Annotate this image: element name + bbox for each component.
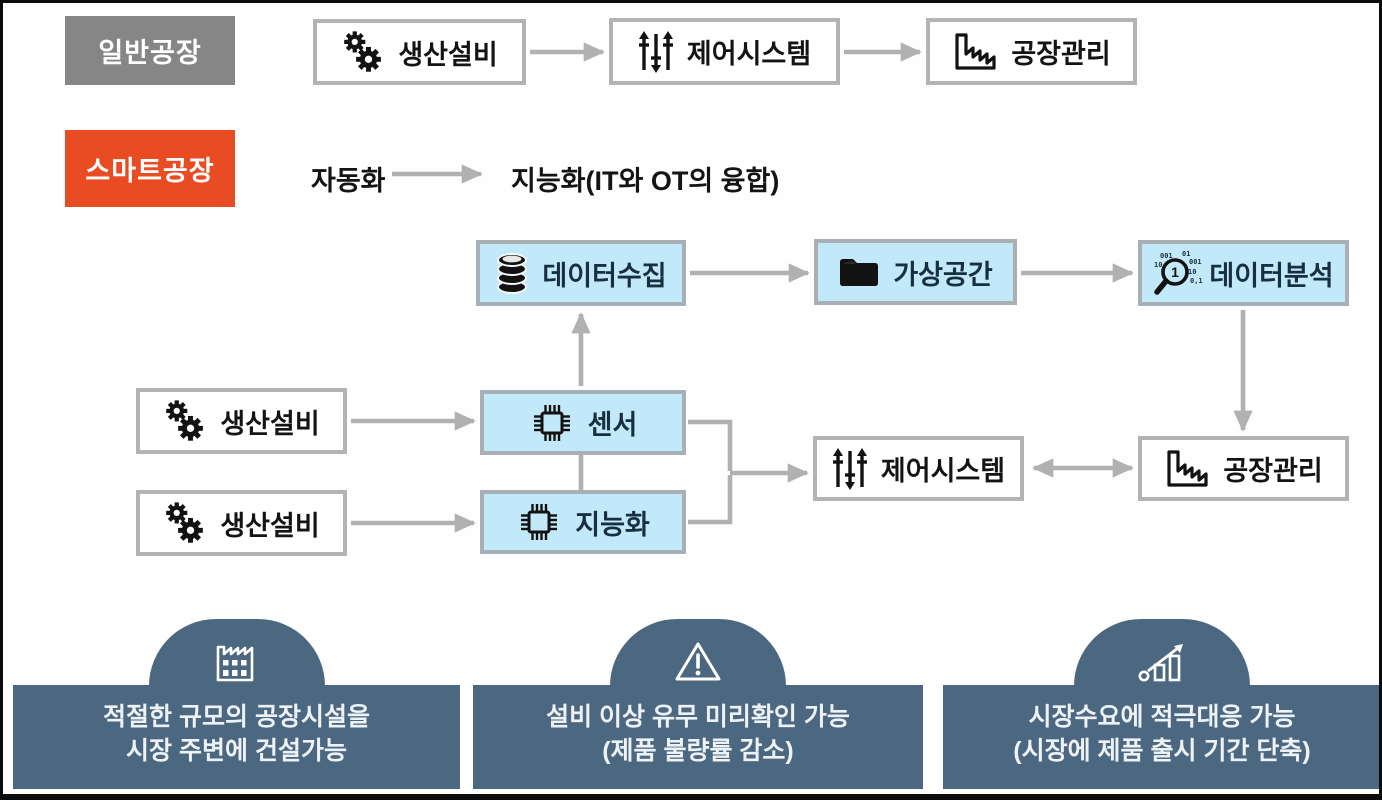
smart-control-label: 제어시스템 bbox=[880, 456, 1006, 486]
factory-icon bbox=[955, 32, 996, 70]
benefit-dome-2 bbox=[610, 619, 786, 686]
benefit-dome-3 bbox=[1074, 619, 1250, 686]
smart-management-box: 공장관리 bbox=[1138, 436, 1349, 501]
intelligence-label: 지능화 bbox=[575, 509, 650, 540]
data-analysis-label: 데이터분석 bbox=[1209, 260, 1334, 291]
svg-text:01: 01 bbox=[1182, 250, 1190, 258]
benefit-1-line-2: 시장 주변에 건설가능 bbox=[126, 737, 347, 765]
smart-control-box: 제어시스템 bbox=[813, 436, 1024, 501]
data-collection-box: 데이터수집 bbox=[476, 240, 686, 306]
warning-icon bbox=[675, 642, 721, 681]
gears-icon bbox=[166, 400, 204, 441]
gears-icon bbox=[166, 502, 204, 543]
factory-building-icon bbox=[216, 645, 254, 682]
sliders-icon bbox=[638, 30, 673, 73]
benefit-banner-2: 설비 이상 유무 미리확인 가능 (제품 불량률 감소) bbox=[473, 685, 923, 789]
chip-icon bbox=[521, 504, 558, 540]
benefit-banner-3: 시장수요에 적극대응 가능 (시장에 제품 출시 기간 단축) bbox=[943, 685, 1379, 789]
intelligence-box: 지능화 bbox=[480, 490, 686, 554]
virtual-space-label: 가상공간 bbox=[893, 259, 993, 290]
data-collection-label: 데이터수집 bbox=[542, 260, 667, 291]
svg-text:0,1: 0,1 bbox=[1190, 277, 1203, 285]
svg-text:001: 001 bbox=[1160, 252, 1173, 260]
general-production-label: 생산설비 bbox=[398, 39, 498, 70]
data-analysis-box: 001 01 001 10 10 0,1 1 데이터분석 bbox=[1138, 240, 1349, 306]
general-management-box: 공장관리 bbox=[926, 18, 1137, 85]
sensor-box: 센서 bbox=[480, 390, 686, 455]
smart-factory-tag: 스마트공장 bbox=[65, 130, 235, 207]
benefit-2-line-2: (제품 불량률 감소) bbox=[602, 737, 794, 765]
chip-icon bbox=[533, 404, 570, 441]
svg-text:10: 10 bbox=[1154, 261, 1162, 269]
benefit-3-line-2: (시장에 제품 출시 기간 단축) bbox=[1013, 737, 1311, 765]
growth-chart-icon bbox=[1138, 644, 1183, 682]
sensor-label: 센서 bbox=[587, 410, 638, 440]
svg-text:001: 001 bbox=[1189, 258, 1202, 266]
automation-label: 자동화 bbox=[311, 166, 386, 196]
general-factory-tag: 일반공장 bbox=[65, 16, 235, 85]
factory-icon bbox=[1167, 449, 1208, 487]
smart-production-box-1: 생산설비 bbox=[136, 388, 347, 454]
benefit-2-line-1: 설비 이상 유무 미리확인 가능 bbox=[546, 703, 850, 731]
general-control-label: 제어시스템 bbox=[686, 39, 812, 69]
benefit-banner-1: 적절한 규모의 공장시설을 시장 주변에 건설가능 bbox=[13, 685, 460, 789]
bracket-sensor bbox=[688, 419, 733, 471]
intelligence-convergence-label: 지능화(IT와 OT의 융합) bbox=[511, 166, 780, 196]
bracket-intelligence bbox=[688, 475, 733, 525]
benefit-1-line-1: 적절한 규모의 공장시설을 bbox=[103, 703, 370, 731]
database-icon bbox=[497, 253, 528, 294]
general-production-box: 생산설비 bbox=[313, 19, 526, 85]
virtual-space-box: 가상공간 bbox=[814, 239, 1017, 305]
gears-icon bbox=[344, 31, 382, 72]
general-management-label: 공장관리 bbox=[1011, 39, 1111, 69]
smart-management-label: 공장관리 bbox=[1223, 456, 1323, 486]
benefit-dome-1 bbox=[149, 619, 325, 686]
smart-production-box-2: 생산설비 bbox=[136, 490, 347, 556]
benefit-3-line-1: 시장수요에 적극대응 가능 bbox=[1028, 703, 1296, 731]
svg-text:1: 1 bbox=[1171, 264, 1179, 280]
folder-icon bbox=[840, 259, 879, 286]
sliders-icon bbox=[832, 447, 867, 490]
magnifier-binary-icon: 001 01 001 10 10 0,1 1 bbox=[1154, 250, 1203, 295]
smart-production-label-1: 생산설비 bbox=[220, 408, 320, 439]
general-control-box: 제어시스템 bbox=[609, 18, 840, 85]
svg-text:10: 10 bbox=[1188, 268, 1196, 276]
smart-production-label-2: 생산설비 bbox=[220, 510, 320, 541]
